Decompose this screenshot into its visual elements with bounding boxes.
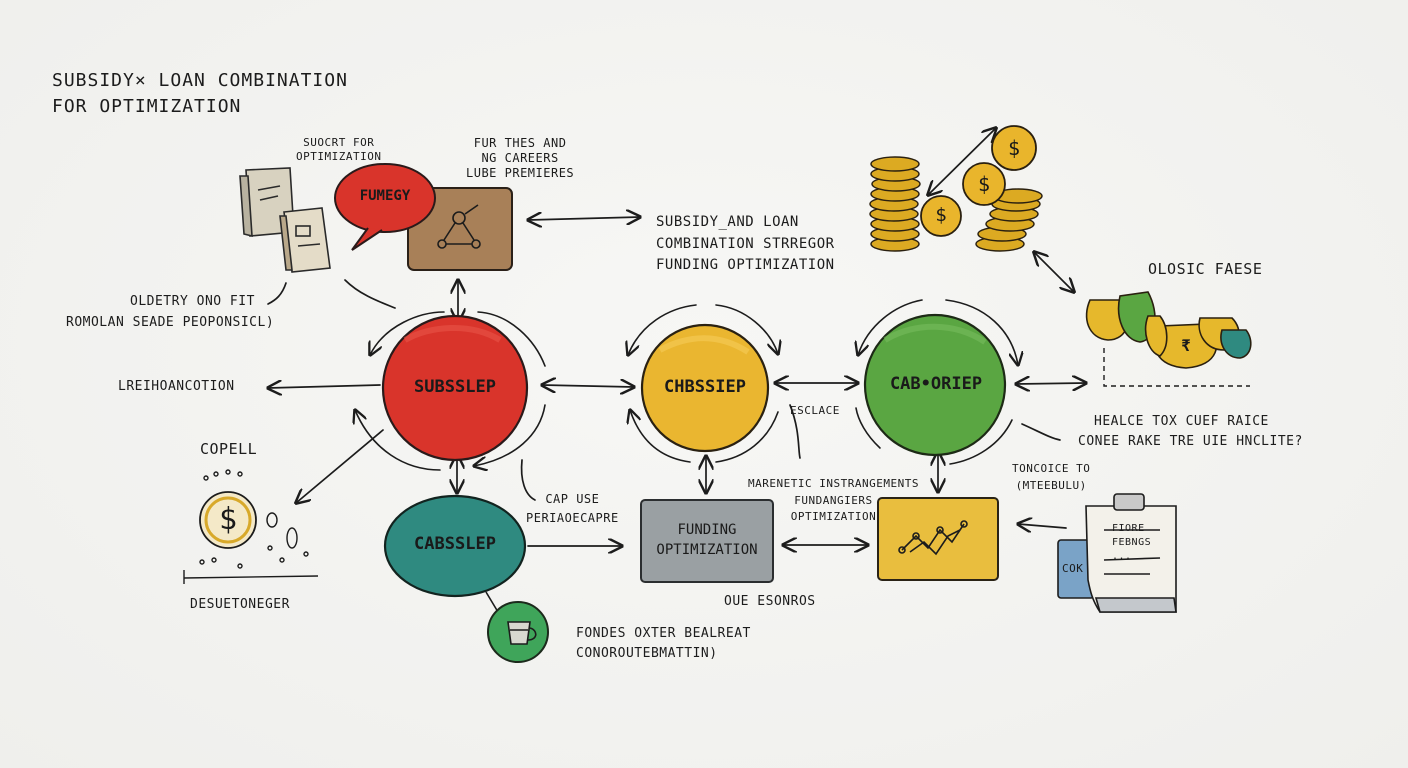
cok-label: COK: [1062, 562, 1084, 575]
gray-box-label: FUNDING OPTIMIZATION: [641, 520, 773, 561]
coin-dollar-1: $: [1007, 136, 1021, 160]
top-left-note-line-1: SUOCRT FOR: [303, 136, 375, 149]
right-question-note-line-2: CONEE RAKE TRE UIE HNCLITE?: [1078, 434, 1303, 450]
money-bag-icon: [1085, 291, 1252, 369]
strategy-note-line-2: COMBINATION STRREGOR: [656, 235, 835, 252]
toncoice-note: TONCOICE TO (MTEEBULU): [1012, 460, 1090, 494]
node-circles: [381, 313, 1007, 663]
speech-bubble-label: FUMEGY: [359, 188, 411, 204]
bags-baseline: [1103, 348, 1250, 387]
gray-box-label-line-1: FUNDING: [677, 522, 737, 538]
dollar-sign: $: [218, 502, 238, 537]
coin-dollar-3: $: [935, 204, 947, 226]
copell-label: COPELL: [200, 440, 258, 458]
arrow-coins-diagonal: [928, 128, 996, 195]
gray-box: [640, 499, 774, 583]
bottom-note-line-1: FONDES OXTER BEALREAT: [576, 626, 751, 641]
left-middle-note: OLDETRY ONO FIT ROMOLAN SEADE PEOPONSICL…: [66, 292, 274, 334]
document-stack-icon: [239, 167, 331, 273]
green-circle: [863, 313, 1007, 457]
clipboard-text-line-2: FEBNGS: [1112, 537, 1152, 548]
boxes: [407, 187, 999, 583]
teal-circle-label: CABSSLEP: [414, 534, 496, 554]
yellow-circle: [640, 323, 770, 453]
chart-icon: [898, 520, 968, 556]
line-question: [1021, 423, 1061, 441]
top-mid-note-line-2: NG CAREERS: [481, 151, 559, 165]
speech-bubble-icon: [334, 163, 436, 251]
arrow-coins-bags: [1034, 252, 1074, 292]
line-strategy-curve: [344, 279, 396, 309]
arrow-box-to-strategy: [528, 217, 640, 220]
clipboard-text-line-3: ...: [1112, 551, 1132, 562]
clipboard-text-line-1: FIORE: [1112, 523, 1145, 534]
top-left-note: SUOCRT FOR OPTIMIZATION: [296, 136, 381, 164]
top-left-note-line-2: OPTIMIZATION: [296, 149, 382, 163]
cup-icon: [507, 621, 537, 645]
chart-box: [877, 497, 999, 581]
mid-note-line-3: OPTIMIZATION: [790, 510, 877, 523]
mid-note-line-2: FUNDANGIERS: [794, 493, 873, 507]
line-cap-curve: [520, 459, 536, 501]
strategy-note-line-1: SUBSIDY_AND LOAN: [656, 214, 799, 230]
cap-use-note-line-2: PERIAOECAPRE: [526, 510, 619, 525]
mid-note: MARENETIC INSTRANGEMENTS FUNDANGIERS OPT…: [748, 476, 919, 526]
network-icon: [437, 204, 481, 249]
coin-stack-icon: [869, 156, 1043, 252]
teal-circle: [383, 494, 527, 598]
arrow-green-right: [1016, 383, 1086, 384]
cap-use-note-line-1: CAP USE: [545, 492, 600, 506]
toncoice-note-line-1: TONCOICE TO: [1012, 462, 1091, 475]
top-mid-note-line-1: FUR THES AND: [473, 136, 567, 150]
left-middle-note-line-2: ROMOLAN SEADE PEOPONSICL): [66, 314, 275, 330]
escalace-label: ESCLACE: [790, 404, 840, 417]
line-escl: [789, 404, 801, 459]
orbit-arrows: [355, 299, 1018, 470]
clipboard-text: FIORE FEBNGS ...: [1112, 522, 1151, 564]
arrow-red-to-left: [268, 385, 381, 388]
bottom-note: FONDES OXTER BEALREAT CONOROUTEBMATTIN): [576, 624, 751, 664]
top-mid-note-line-3: LUBE PREMIERES: [466, 166, 575, 180]
connector-lines: [268, 128, 1086, 546]
left-arrow-label: LREIHOANCOTION: [118, 379, 235, 394]
clipboard-icon: [1057, 493, 1177, 613]
red-circle-label: SUBSSLEP: [414, 377, 496, 397]
oue-esonros-label: OUE ESONROS: [724, 594, 816, 609]
coin-dollar-2: $: [977, 172, 991, 196]
arrow-red-to-coin: [296, 429, 384, 503]
gray-box-label-line-2: OPTIMIZATION: [656, 542, 758, 559]
strategy-note: SUBSIDY_AND LOAN COMBINATION STRREGOR FU…: [656, 212, 835, 277]
bag-symbol: ₹: [1181, 336, 1191, 355]
right-question-note: HEALCE TOX CUEF RAICE CONEE RAKE TRE UIE…: [1078, 412, 1303, 452]
cap-use-note: CAP USE PERIAOECAPRE: [526, 490, 619, 527]
coin-drops: [183, 469, 319, 584]
strategy-note-line-3: FUNDING OPTIMIZATION: [656, 257, 835, 274]
olosic-faese-label: OLOSIC FAESE: [1148, 260, 1263, 278]
top-mid-note: FUR THES AND NG CAREERS LUBE PREMIERES: [466, 136, 574, 181]
green-circle-label: CAB•ORIEP: [889, 374, 983, 394]
dollar-coin-icon: [199, 125, 1037, 549]
arrow-clip-chart: [1018, 524, 1067, 528]
right-question-note-line-1: HEALCE TOX CUEF RAICE: [1094, 414, 1269, 429]
line-left-label: [267, 282, 287, 305]
arrow-red-yellow: [542, 385, 634, 387]
diagram-title-line-2: FOR OPTIMIZATION: [52, 96, 242, 117]
bottom-note-line-2: CONOROUTEBMATTIN): [576, 646, 718, 662]
mid-note-line-1: MARENETIC INSTRANGEMENTS: [748, 477, 919, 490]
red-circle: [381, 314, 529, 462]
yellow-circle-label: CHBSSIEP: [664, 377, 746, 397]
desuetoneger-label: DESUETONEGER: [190, 597, 290, 612]
toncoice-note-line-2: (MTEEBULU): [1015, 479, 1087, 493]
diagram-title-line-1: SUBSIDY× LOAN COMBINATION: [52, 70, 348, 91]
left-middle-note-line-1: OLDETRY ONO FIT: [130, 294, 255, 309]
